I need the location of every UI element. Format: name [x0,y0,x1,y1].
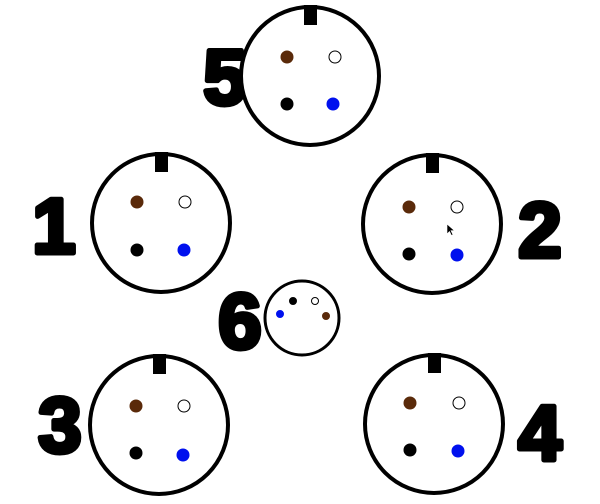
pin-blue[interactable] [276,310,284,318]
connector-body[interactable] [88,354,230,496]
connector-body[interactable] [239,5,381,147]
connector-label: 2 [518,186,561,274]
connector-6[interactable]: 6 [216,275,341,368]
pin-black[interactable] [289,297,297,305]
pin-brown[interactable] [130,195,144,209]
key-notch [304,5,317,25]
connector-body[interactable] [263,279,341,357]
pin-blue[interactable] [326,97,340,111]
pin-white[interactable] [177,399,191,413]
pin-brown[interactable] [129,399,143,413]
key-notch [153,354,166,374]
pin-white[interactable] [311,297,319,305]
connector-label: 6 [218,277,261,365]
connector-body[interactable] [361,153,503,295]
pin-brown[interactable] [403,396,417,410]
key-notch [426,153,439,173]
pin-black[interactable] [129,446,143,460]
connector-label: 4 [518,389,561,477]
connector-label: 3 [38,381,81,469]
pin-blue[interactable] [450,248,464,262]
mouse-cursor-icon [446,223,456,236]
pin-blue[interactable] [177,243,191,257]
connector-3[interactable]: 3 [36,354,230,496]
pin-brown[interactable] [402,200,416,214]
pin-black[interactable] [130,243,144,257]
pin-white[interactable] [452,396,466,410]
connector-2[interactable]: 2 [361,153,564,295]
key-notch [428,353,441,373]
pin-black[interactable] [402,247,416,261]
pin-black[interactable] [280,97,294,111]
pin-black[interactable] [403,443,417,457]
connector-body[interactable] [363,353,505,495]
pin-white[interactable] [328,50,342,64]
pin-blue[interactable] [176,448,190,462]
connector-5[interactable]: 5 [201,5,381,147]
pin-brown[interactable] [322,312,330,320]
connector-label: 1 [32,182,75,270]
pin-white[interactable] [178,195,192,209]
key-notch [155,152,168,172]
pin-blue[interactable] [451,444,465,458]
connector-4[interactable]: 4 [363,353,564,495]
connector-body[interactable] [90,152,232,294]
connector-1[interactable]: 1 [30,152,232,294]
pin-white[interactable] [450,200,464,214]
pin-brown[interactable] [280,50,294,64]
